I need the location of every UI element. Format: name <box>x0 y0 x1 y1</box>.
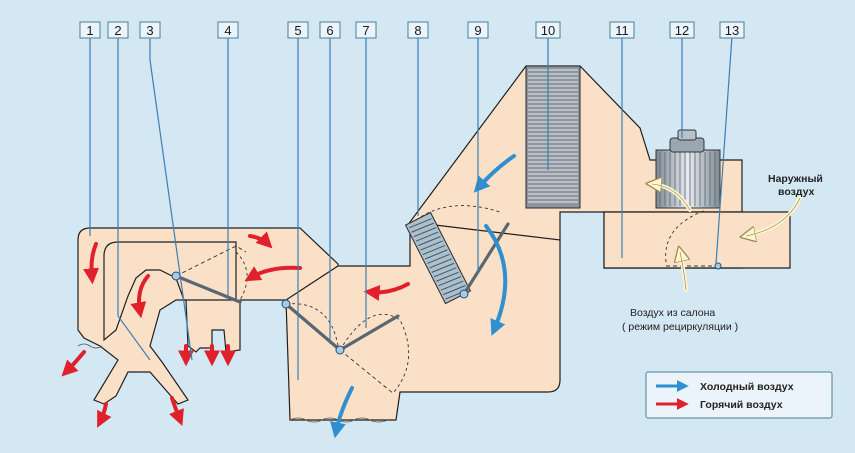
cold-air-arrows <box>330 154 516 439</box>
flap-7 <box>338 314 400 352</box>
hot-air-arrow-icon <box>363 282 410 301</box>
callout-4: 4 <box>217 21 239 39</box>
callout-1: 1 <box>79 21 101 39</box>
svg-text:13: 13 <box>725 23 739 38</box>
legend-cold-label: Холодный воздух <box>700 381 794 393</box>
leader-lines <box>89 35 733 380</box>
callout-12: 12 <box>669 21 695 39</box>
svg-text:4: 4 <box>224 23 231 38</box>
flap-6 <box>284 302 342 352</box>
callout-11: 11 <box>609 21 635 39</box>
flap-9 <box>462 222 510 296</box>
hot-air-arrow-icon <box>248 231 273 249</box>
hot-air-arrows <box>61 231 410 428</box>
hot-air-arrow-icon <box>61 350 86 377</box>
callout-boxes: 1 2 3 4 5 6 7 8 9 10 11 12 13 <box>79 21 745 39</box>
legend-hot-label: Горячий воздух <box>700 399 783 411</box>
svg-text:7: 7 <box>362 23 369 38</box>
outside-air-label: Наружный воздух <box>768 173 823 198</box>
cold-air-arrow-icon <box>484 224 508 336</box>
evaporator-core <box>525 65 581 209</box>
svg-text:10: 10 <box>541 23 555 38</box>
hot-air-arrow-icon <box>83 242 100 285</box>
svg-text:( режим рециркуляции ): ( режим рециркуляции ) <box>622 321 738 333</box>
callout-7: 7 <box>355 21 377 39</box>
callout-3: 3 <box>139 21 161 39</box>
svg-text:Наружный: Наружный <box>768 173 823 185</box>
hot-air-arrow-icon <box>97 402 112 428</box>
svg-text:воздух: воздух <box>778 186 815 198</box>
callout-10: 10 <box>535 21 561 39</box>
svg-text:3: 3 <box>146 23 153 38</box>
duct-body <box>77 65 791 421</box>
callout-13: 13 <box>719 21 745 39</box>
flap-3 <box>174 274 242 304</box>
left-inner-duct <box>103 241 237 342</box>
cold-air-arrow-icon <box>330 386 354 439</box>
hot-air-arrow-icon <box>130 274 150 319</box>
svg-text:12: 12 <box>675 23 689 38</box>
svg-text:2: 2 <box>114 23 121 38</box>
callout-2: 2 <box>107 21 129 39</box>
svg-text:6: 6 <box>326 23 333 38</box>
intake-arrow-outlines <box>651 183 801 291</box>
legend: Холодный воздух Горячий воздух <box>645 371 833 419</box>
svg-text:9: 9 <box>474 23 481 38</box>
callout-8: 8 <box>407 21 429 39</box>
svg-text:11: 11 <box>615 23 629 38</box>
svg-text:8: 8 <box>414 23 421 38</box>
blower-fan <box>655 129 721 209</box>
svg-text:1: 1 <box>86 23 93 38</box>
flaps <box>171 222 722 355</box>
callout-5: 5 <box>287 21 309 39</box>
cabin-air-label: Воздух из салона ( режим рециркуляции ) <box>622 307 738 333</box>
svg-text:Воздух из салона: Воздух из салона <box>630 307 715 319</box>
cold-air-arrow-icon <box>473 154 516 193</box>
svg-text:5: 5 <box>294 23 301 38</box>
callout-6: 6 <box>319 21 341 39</box>
hot-air-arrow-icon <box>244 265 302 282</box>
hot-air-arrow-icon <box>169 396 184 426</box>
fresh-air-intake <box>603 211 791 269</box>
callout-9: 9 <box>467 21 489 39</box>
